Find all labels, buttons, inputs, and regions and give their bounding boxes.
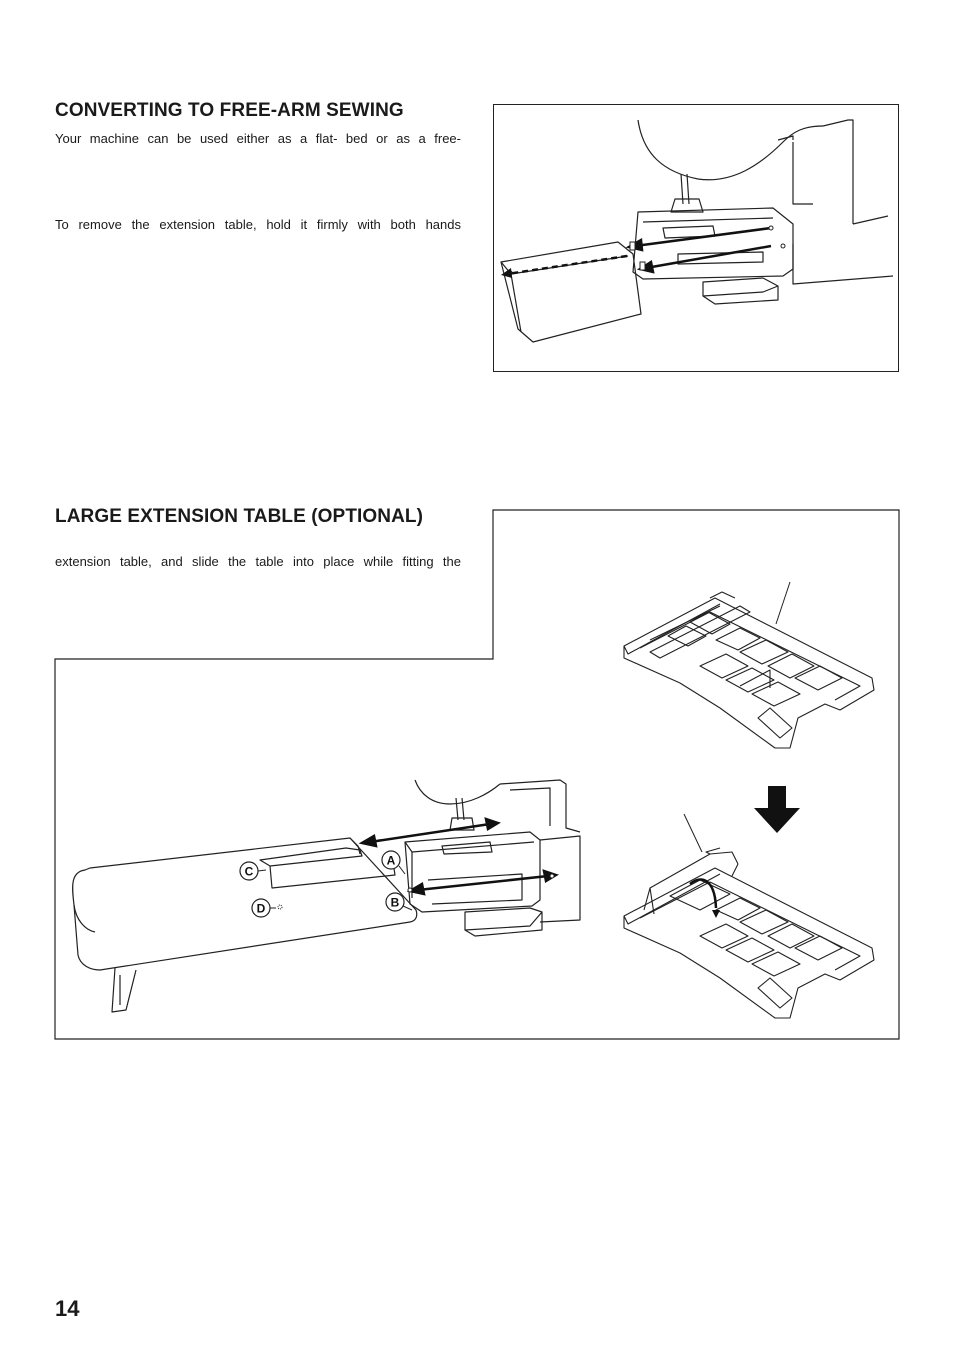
box-handle-folded [649,605,751,659]
down-arrow-icon [754,786,800,833]
free-arm-illustration [500,119,894,343]
accessory-box-top-illustration [623,581,875,749]
section-heading-large-extension-table: LARGE EXTENSION TABLE (OPTIONAL) [55,506,424,527]
section-heading-free-arm: CONVERTING TO FREE-ARM SEWING [55,100,404,121]
extension-table-paragraph-line: extension table, and slide the table int… [55,554,461,569]
free-arm-paragraph-line-1: Your machine can be used either as a fla… [55,131,461,146]
callout-b: B [391,896,400,910]
callout-b-circle [385,892,405,912]
callout-d: D [257,902,266,916]
callout-c: C [245,865,254,879]
free-arm-paragraph-line-2: To remove the extension table, hold it f… [55,217,461,232]
callout-a-circle [381,850,401,870]
page-number: 14 [55,1296,80,1321]
extension-table-attach-illustration [72,779,581,1013]
accessory-box-handle-illustration [623,813,875,1019]
callout-a: A [387,854,396,868]
free-arm-illustration-frame [493,104,899,372]
